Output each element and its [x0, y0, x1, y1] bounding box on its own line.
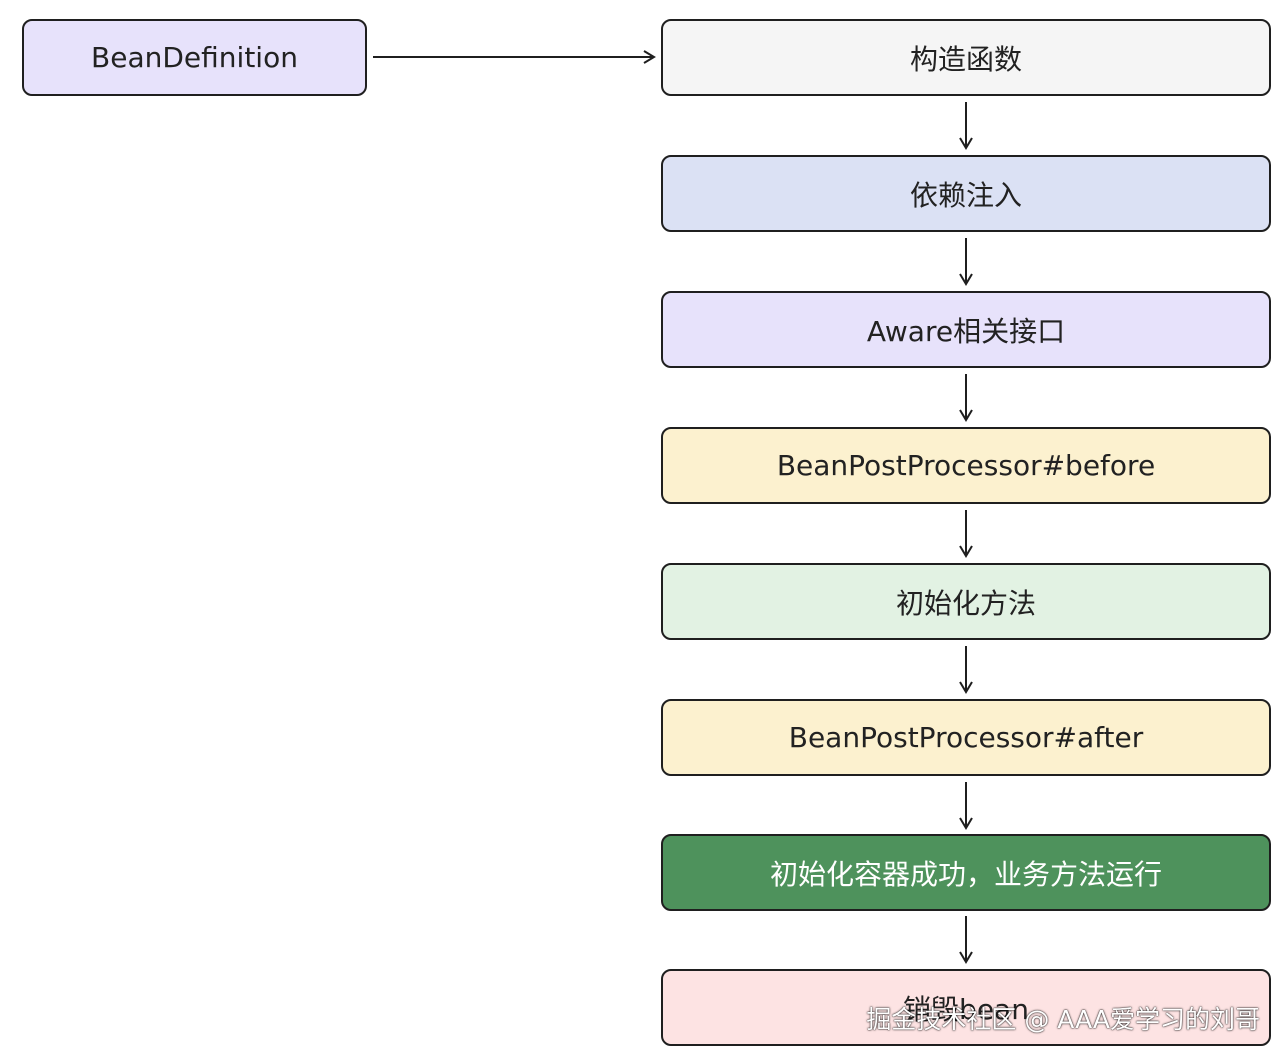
bpp-after-label: BeanPostProcessor#after — [788, 721, 1144, 754]
bean-definition-label: BeanDefinition — [91, 41, 298, 74]
bpp-after-node: BeanPostProcessor#after — [661, 699, 1271, 776]
container-ready-node: 初始化容器成功，业务方法运行 — [661, 834, 1271, 911]
destroy-bean-label: 销毁bean — [903, 992, 1029, 1026]
dependency-injection-label: 依赖注入 — [909, 178, 1022, 212]
init-method-node: 初始化方法 — [661, 563, 1271, 640]
bpp-before-label: BeanPostProcessor#before — [776, 449, 1156, 482]
destroy-bean-node: 销毁bean — [661, 969, 1271, 1046]
dependency-injection-node: 依赖注入 — [661, 155, 1271, 232]
aware-interfaces-node: Aware相关接口 — [661, 291, 1271, 368]
aware-interfaces-label: Aware相关接口 — [866, 314, 1066, 348]
bean-definition-node: BeanDefinition — [22, 19, 367, 96]
bpp-before-node: BeanPostProcessor#before — [661, 427, 1271, 504]
container-ready-label: 初始化容器成功，业务方法运行 — [769, 857, 1162, 891]
watermark-text: 掘金技术社区 @ AAA爱学习的刘哥 — [866, 1005, 1260, 1034]
constructor-label: 构造函数 — [909, 42, 1022, 76]
constructor-node: 构造函数 — [661, 19, 1271, 96]
init-method-label: 初始化方法 — [895, 586, 1036, 620]
